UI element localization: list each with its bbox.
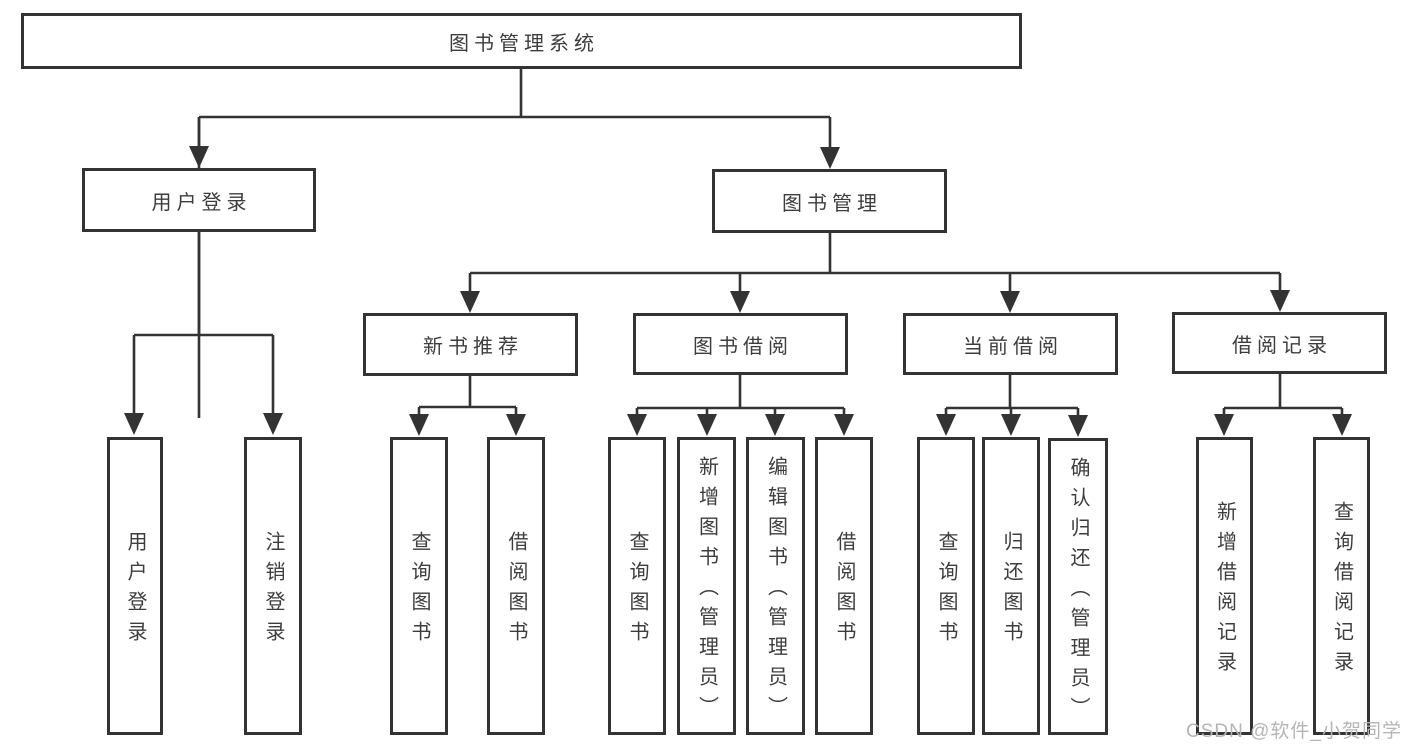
node-leaf-query-borrow-record: 查询借阅记录 xyxy=(1313,437,1370,735)
edge-root-to-level2 xyxy=(197,69,832,418)
arrow-to-borrowing-records xyxy=(1270,290,1290,312)
node-leaf-add-book-admin: 新增图书（管理员） xyxy=(677,437,736,735)
arrow-to-logout-leaf xyxy=(263,413,283,435)
node-leaf-confirm-return-admin: 确认归还（管理员） xyxy=(1048,438,1108,735)
arrow-to-bb-edit xyxy=(765,414,785,436)
arrowheads xyxy=(124,146,1352,437)
arrow-to-cb-return xyxy=(1001,414,1021,436)
node-new-book-recommendation: 新书推荐 xyxy=(363,313,578,376)
arrow-to-book-borrowing xyxy=(730,291,750,313)
node-book-borrowing: 图书借阅 xyxy=(633,313,848,375)
edge-borrowing-children xyxy=(635,375,846,420)
node-leaf-add-borrow-record: 新增借阅记录 xyxy=(1196,437,1253,735)
node-leaf-logout: 注销登录 xyxy=(244,437,302,735)
node-leaf-user-login: 用户登录 xyxy=(107,437,163,735)
arrow-to-user-login xyxy=(189,146,209,168)
csdn-watermark: CSDN @软件_小贺同学 xyxy=(1186,721,1402,742)
node-leaf-query-books-3: 查询图书 xyxy=(917,437,975,735)
node-book-management: 图书管理 xyxy=(712,169,947,233)
arrow-to-book-management xyxy=(820,147,840,169)
arrow-to-bb-query xyxy=(627,414,647,436)
edge-bookmgmt-children xyxy=(468,233,1282,295)
arrow-to-nb-query xyxy=(409,414,429,436)
arrow-to-rc-add xyxy=(1214,414,1234,436)
node-leaf-query-books-2: 查询图书 xyxy=(608,437,666,735)
node-library-management-system: 图书管理系统 xyxy=(21,13,1022,69)
arrow-to-bb-add xyxy=(697,414,717,436)
arrow-to-rc-query xyxy=(1332,414,1352,436)
arrow-to-current-borrowing xyxy=(1000,291,1020,313)
node-borrowing-records: 借阅记录 xyxy=(1172,312,1387,374)
node-leaf-query-books: 查询图书 xyxy=(390,437,448,735)
node-current-borrowing: 当前借阅 xyxy=(903,313,1118,375)
arrow-to-new-book xyxy=(460,291,480,313)
node-leaf-edit-book-admin: 编辑图书（管理员） xyxy=(746,437,805,735)
node-leaf-borrow-books-2: 借阅图书 xyxy=(815,437,873,735)
arrow-to-nb-borrow xyxy=(506,414,526,436)
edge-records-children xyxy=(1222,374,1344,420)
arrow-to-login-leaf xyxy=(124,413,144,435)
node-leaf-return-books: 归还图书 xyxy=(982,437,1040,735)
edge-userlogin-children xyxy=(132,232,275,420)
node-leaf-borrow-books: 借阅图书 xyxy=(487,437,545,735)
edge-newbook-children xyxy=(417,376,518,420)
node-user-login: 用户登录 xyxy=(82,168,316,232)
arrow-to-cb-confirm xyxy=(1068,415,1088,437)
arrow-to-bb-borrow xyxy=(834,414,854,436)
arrow-to-cb-query xyxy=(936,414,956,436)
